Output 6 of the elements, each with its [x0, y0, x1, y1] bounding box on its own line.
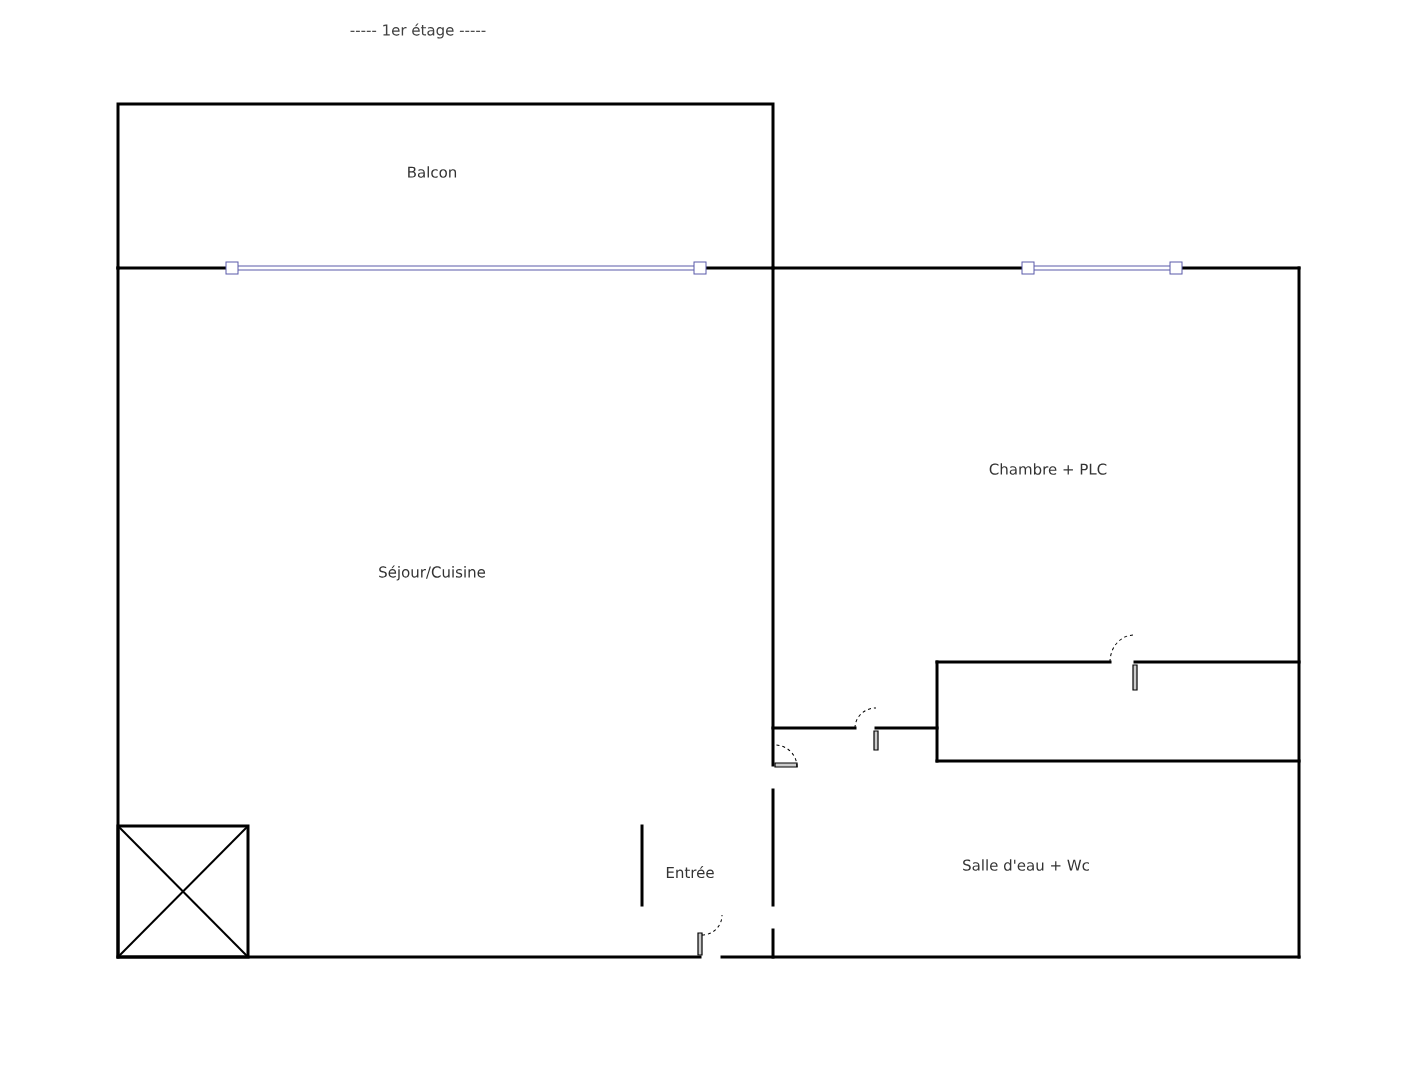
room-label: Séjour/Cuisine — [379, 565, 486, 581]
room-label: Balcon — [408, 166, 457, 178]
room-label: Chambre + PLC — [989, 463, 1107, 475]
room-label: Salle d'eau + Wc — [963, 859, 1089, 871]
room-label: Entrée — [666, 865, 714, 879]
floor-title: ----- 1er étage ----- — [350, 23, 486, 39]
